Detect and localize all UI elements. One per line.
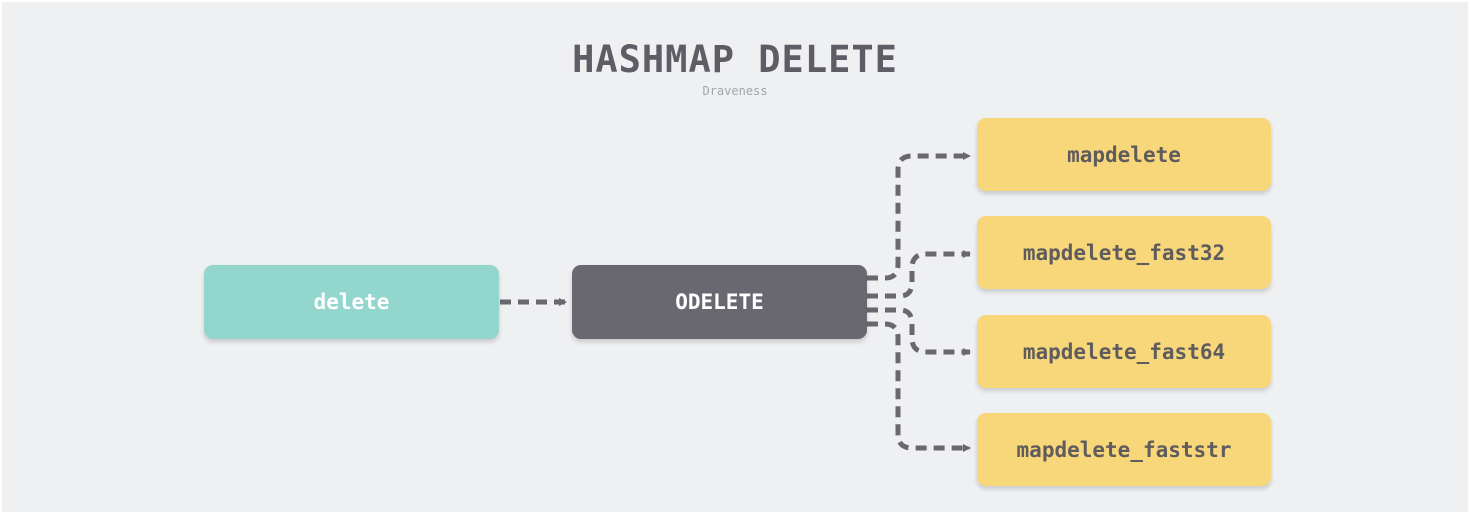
node-mapdelete-fast64: mapdelete_fast64 [977,315,1271,388]
node-mapdelete: mapdelete [977,118,1271,191]
node-mapdelete-faststr: mapdelete_faststr [977,413,1271,486]
node-delete: delete [204,265,499,339]
edge-odelete-to-mapdelete-fast32 [867,250,971,299]
node-mapdelete-fast32: mapdelete_fast32 [977,216,1271,289]
node-odelete: ODELETE [572,265,867,339]
diagram-subtitle: Draveness [702,84,768,98]
edge-odelete-to-mapdelete-faststr [867,321,971,452]
edge-odelete-to-mapdelete-fast64 [867,307,971,356]
diagram-title: HASHMAP DELETE [572,38,898,81]
edge-odelete-to-mapdelete [867,152,971,281]
